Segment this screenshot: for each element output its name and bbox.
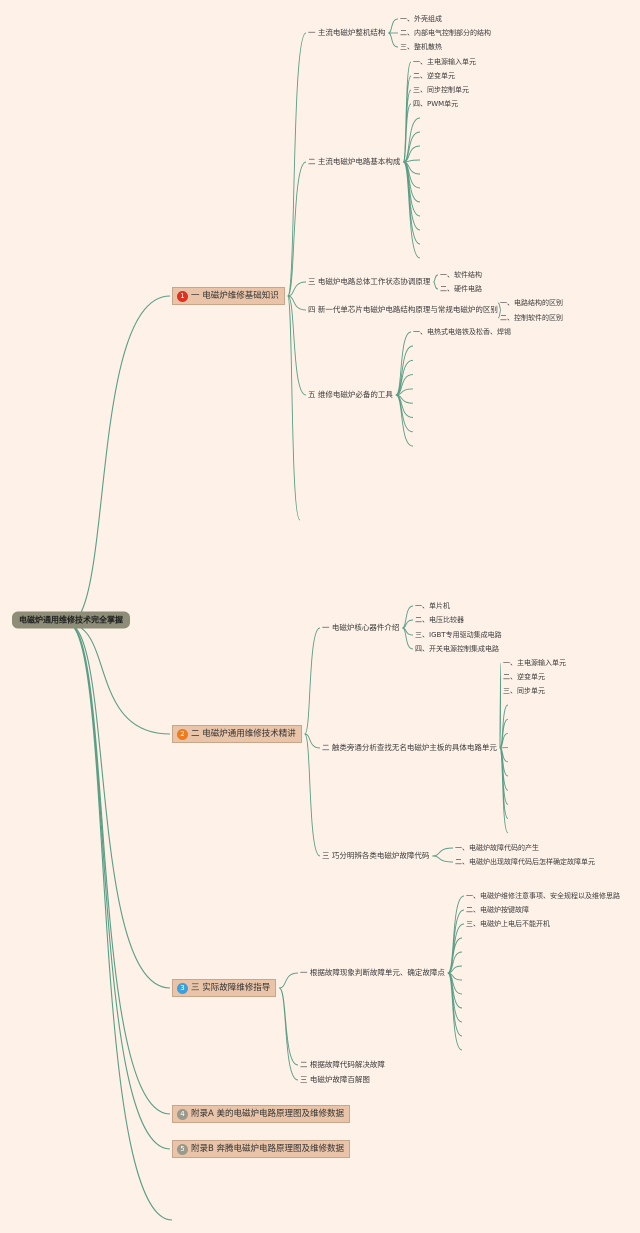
leaf-topic[interactable]: 一、主电源输入单元 [413, 58, 476, 66]
subtopic[interactable]: 四 新一代单芯片电磁炉电路结构原理与常规电磁炉的区别 [308, 305, 498, 314]
connector-line [499, 747, 509, 834]
subtopic[interactable]: 三 电磁炉故障百解图 [300, 1075, 370, 1084]
chapter-2-topic[interactable]: 2 二 电磁炉通用维修技术精讲 [172, 725, 302, 743]
connector-line [447, 909, 465, 974]
connector-line [402, 161, 421, 259]
leaf-topic[interactable]: 一、电热式电烙铁及松香、焊锡 [413, 328, 511, 336]
connector-line [388, 18, 399, 34]
chapter-label: 附录A 美的电磁炉电路原理图及维修数据 [191, 1109, 345, 1119]
connector-line [67, 623, 171, 989]
connector-line [287, 32, 307, 297]
connector-line [447, 972, 463, 1051]
leaf-topic[interactable]: 二、电磁炉出现故障代码后怎样确定故障单元 [455, 858, 595, 866]
leaf-topic[interactable]: 三、电磁炉上电后不能开机 [466, 920, 550, 928]
connector-line [447, 972, 463, 1037]
connector-line [432, 847, 454, 857]
number-2-icon: 2 [177, 728, 188, 740]
connector-line [447, 972, 463, 1023]
leaf-topic[interactable]: 三、整机散热 [400, 43, 442, 51]
connector-line [433, 274, 439, 283]
leaf-topic[interactable]: 一、电路结构的区别 [500, 299, 563, 307]
leaf-topic[interactable]: 一、软件结构 [440, 271, 482, 279]
connector-line [433, 281, 439, 290]
connector-line [279, 972, 299, 989]
chapter-3-topic[interactable]: 3 三 实际故障维修指导 [172, 979, 277, 997]
connector-line [388, 32, 399, 48]
chapter-4-topic[interactable]: 4 附录A 美的电磁炉电路原理图及维修数据 [172, 1105, 351, 1123]
number-4-icon: 4 [177, 1108, 188, 1120]
leaf-topic[interactable]: 二、电压比较器 [415, 616, 464, 624]
subtopic[interactable]: 二 主流电磁炉电路基本构成 [308, 157, 401, 166]
leaf-topic[interactable]: 二、内部电气控制部分的结构 [400, 29, 491, 37]
connector-line [432, 855, 454, 863]
chapter-label: 三 实际故障维修指导 [191, 983, 271, 993]
connector-line [287, 161, 307, 297]
root-topic[interactable]: 电磁炉通用维修技术完全掌握 [12, 611, 130, 629]
subtopic[interactable]: 三 巧分明辨各类电磁炉故障代码 [322, 851, 430, 860]
connector-line [67, 623, 173, 1221]
chapter-label: 一 电磁炉维修基础知识 [191, 291, 279, 301]
number-1-icon: 1 [177, 290, 188, 302]
connector-line [278, 987, 299, 1066]
subtopic[interactable]: 一 电磁炉核心器件介绍 [322, 623, 400, 632]
leaf-topic[interactable]: 二、控制软件的区别 [500, 314, 563, 322]
chapter-5-topic[interactable]: 5 附录B 奔腾电磁炉电路原理图及维修数据 [172, 1140, 351, 1158]
chapter-label: 二 电磁炉通用维修技术精讲 [191, 729, 296, 739]
leaf-topic[interactable]: 一、单片机 [415, 602, 450, 610]
connector-line [287, 281, 307, 297]
connector-line [304, 733, 321, 857]
connector-line [402, 161, 421, 231]
leaf-topic[interactable]: 二、逆变单元 [413, 72, 455, 80]
connector-line [287, 295, 307, 396]
subtopic[interactable]: 二 触类旁通分析查找无名电磁炉主板的具体电路单元 [322, 743, 497, 752]
leaf-topic[interactable]: 一、外壳组成 [400, 15, 442, 23]
connector-line [278, 987, 299, 1081]
connector-line [287, 295, 301, 521]
connector-line [67, 295, 171, 625]
chapter-1-topic[interactable]: 1 一 电磁炉维修基础知识 [172, 287, 285, 305]
chapter-label: 附录B 奔腾电磁炉电路原理图及维修数据 [191, 1144, 345, 1154]
connector-line [304, 627, 321, 735]
connector-line [287, 295, 307, 311]
leaf-topic[interactable]: 二、硬件电路 [440, 285, 482, 293]
leaf-topic[interactable]: 二、电磁炉按键故障 [466, 906, 529, 914]
subtopic[interactable]: 二 根据故障代码解决故障 [300, 1060, 385, 1069]
subtopic[interactable]: 一 主流电磁炉整机结构 [308, 28, 386, 37]
number-5-icon: 5 [177, 1143, 188, 1155]
leaf-topic[interactable]: 一、电磁炉故障代码的产生 [455, 844, 539, 852]
leaf-topic[interactable]: 三、IGBT专用驱动集成电路 [415, 631, 502, 639]
leaf-topic[interactable]: 四、PWM单元 [413, 100, 459, 108]
leaf-topic[interactable]: 二、逆变单元 [503, 673, 545, 681]
subtopic[interactable]: 五 维修电磁炉必备的工具 [308, 390, 393, 399]
leaf-topic[interactable]: 一、主电源输入单元 [503, 659, 566, 667]
leaf-topic[interactable]: 四、开关电源控制集成电路 [415, 645, 499, 653]
connector-line [402, 627, 414, 650]
number-3-icon: 3 [177, 982, 188, 994]
connector-line [67, 623, 171, 735]
connector-line [402, 605, 414, 629]
subtopic[interactable]: 三 电磁炉电路总体工作状态协调原理 [308, 277, 431, 286]
connector-line [499, 690, 502, 749]
leaf-topic[interactable]: 三、同步单元 [503, 687, 545, 695]
connector-line [67, 623, 171, 1115]
connector-line [497, 309, 502, 319]
connector-line [395, 394, 414, 447]
subtopic[interactable]: 一 根据故障现象判断故障单元、确定故障点 [300, 968, 445, 977]
leaf-topic[interactable]: 一、电磁炉维修注意事项、安全规程以及维修思路 [466, 892, 620, 900]
connector-line [402, 103, 412, 163]
connector-line [304, 733, 321, 749]
connector-line [395, 394, 414, 433]
leaf-topic[interactable]: 三、同步控制单元 [413, 86, 469, 94]
